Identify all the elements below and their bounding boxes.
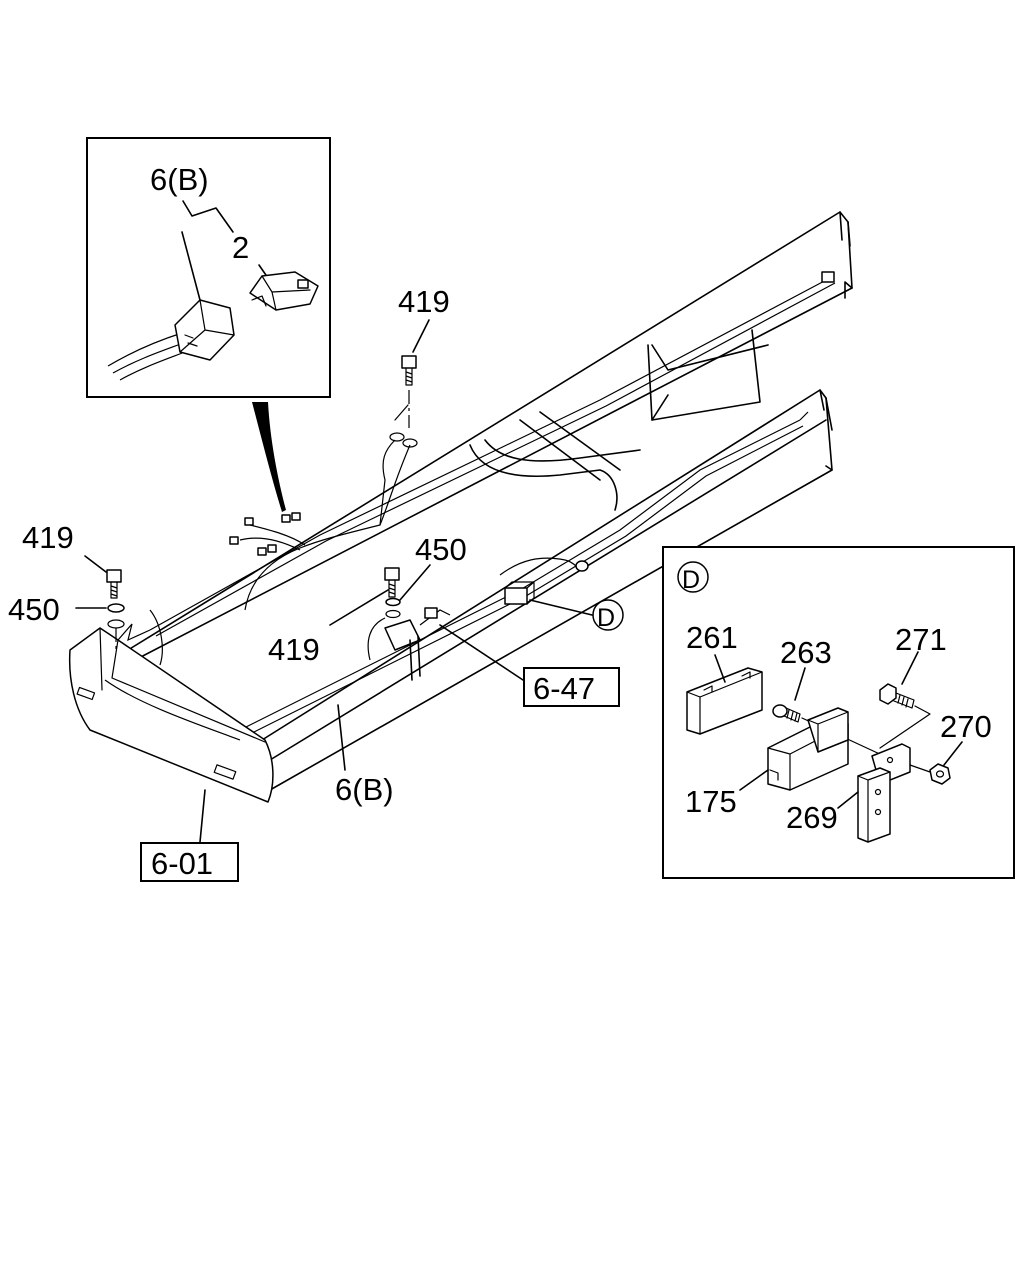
lamp-body-175-icon bbox=[767, 707, 849, 791]
female-connector-icon bbox=[249, 271, 319, 311]
screw-263-icon bbox=[772, 704, 801, 723]
label-450-mid: 450 bbox=[415, 532, 467, 567]
marker-lamp-d-top bbox=[504, 581, 535, 605]
male-connector-icon bbox=[174, 299, 235, 361]
bolt-top-zig bbox=[394, 404, 409, 421]
harness-main-upper-2 bbox=[155, 282, 836, 637]
bolt-271-icon bbox=[879, 683, 915, 709]
label-271: 271 bbox=[895, 622, 947, 657]
leader-419-top bbox=[412, 319, 430, 353]
leader-6-01 bbox=[199, 789, 206, 843]
lamp-bulb-icon bbox=[575, 560, 589, 572]
leader-270 bbox=[943, 741, 963, 766]
right-rail-end bbox=[819, 389, 833, 471]
leader-263 bbox=[794, 667, 806, 701]
axis-270 bbox=[909, 764, 931, 773]
label-419-left: 419 bbox=[22, 520, 74, 555]
cross-member-diag bbox=[519, 411, 621, 481]
connector-inset: 6(B) 2 bbox=[86, 137, 331, 398]
leader-419-left bbox=[84, 555, 107, 573]
label-261: 261 bbox=[686, 620, 738, 655]
leader-271 bbox=[901, 651, 919, 685]
marker-lamp-d-icon bbox=[504, 587, 528, 605]
leader-d bbox=[529, 599, 593, 616]
bracket-269-icon bbox=[857, 743, 911, 843]
harness-main-upper bbox=[149, 277, 831, 631]
bolt-419-top-icon bbox=[401, 355, 417, 386]
ground-wire-left bbox=[117, 623, 151, 642]
leader-261 bbox=[714, 654, 726, 683]
leader-269 bbox=[837, 791, 859, 809]
ground-wire-mid bbox=[367, 617, 386, 661]
detail-d-callout-circle bbox=[592, 599, 624, 631]
detail-d-title-circle bbox=[677, 561, 709, 593]
leader-175 bbox=[739, 769, 769, 791]
cross-member-mid-2 bbox=[484, 439, 641, 462]
chassis-view: 419 419 450 450 419 6(B) D 6-47 6-01 bbox=[8, 211, 853, 882]
harness-main-lower bbox=[229, 419, 801, 736]
ref-label-6-01[interactable]: 6-01 bbox=[151, 846, 213, 881]
washer-450-mid-icon bbox=[385, 597, 401, 607]
harness-front-drop bbox=[149, 609, 163, 666]
harness-bracket-run bbox=[419, 609, 451, 626]
label-263: 263 bbox=[780, 635, 832, 670]
bolt-419-mid-icon bbox=[384, 567, 400, 598]
label-419-mid: 419 bbox=[268, 632, 320, 667]
harness-branch-upper bbox=[244, 439, 396, 611]
right-rail-flange bbox=[269, 419, 827, 761]
clip-mid-icon bbox=[424, 607, 438, 619]
leader-6-47 bbox=[439, 624, 524, 681]
inset-leader-harness bbox=[181, 231, 201, 301]
small-connectors-cluster bbox=[229, 512, 306, 556]
nut-270-icon bbox=[929, 763, 951, 785]
ref-box-6-01[interactable] bbox=[140, 842, 239, 882]
label-175: 175 bbox=[685, 784, 737, 819]
front-bumper bbox=[68, 627, 274, 803]
cover-261-icon bbox=[686, 667, 763, 735]
leader-450-mid bbox=[399, 564, 431, 601]
cross-member-rear-web bbox=[651, 344, 769, 421]
axis-271 bbox=[879, 705, 931, 749]
inset-leader-bracket bbox=[182, 200, 234, 233]
inset-label-harness: 6(B) bbox=[150, 162, 209, 197]
bolt-419-left-icon bbox=[106, 569, 122, 599]
ground-eyelet-upper-1 bbox=[389, 432, 405, 442]
detail-d-inset: D 261 263 175 bbox=[662, 546, 1015, 879]
ref-label-6-47[interactable]: 6-47 bbox=[533, 671, 595, 706]
detail-d-title: D bbox=[682, 566, 700, 594]
left-rail-end bbox=[839, 211, 853, 299]
washer-left-lower-icon bbox=[107, 619, 125, 629]
label-6b-harness: 6(B) bbox=[335, 772, 394, 807]
washer-450-left-icon bbox=[107, 603, 125, 613]
bracket-mid-icon bbox=[384, 619, 421, 651]
label-270: 270 bbox=[940, 709, 992, 744]
inset-label-connector: 2 bbox=[232, 230, 249, 265]
ground-eyelet-upper-2 bbox=[402, 438, 418, 448]
inset-pointer bbox=[252, 402, 286, 512]
detail-d-callout-label: D bbox=[597, 604, 615, 632]
inset-wire-1 bbox=[107, 332, 183, 367]
rear-harness-tail bbox=[799, 411, 809, 421]
bracket-mid-leg bbox=[409, 635, 421, 681]
ref-box-6-47[interactable] bbox=[523, 667, 620, 707]
label-419-top: 419 bbox=[398, 284, 450, 319]
washer-mid-lower-icon bbox=[385, 609, 401, 619]
cross-member-mid bbox=[469, 444, 618, 511]
rear-connector-icon bbox=[821, 271, 835, 283]
label-450-left: 450 bbox=[8, 592, 60, 627]
leader-419-mid bbox=[329, 589, 389, 626]
label-269: 269 bbox=[786, 800, 838, 835]
harness-branch-upper-2 bbox=[379, 444, 411, 526]
leader-6b bbox=[337, 704, 346, 771]
